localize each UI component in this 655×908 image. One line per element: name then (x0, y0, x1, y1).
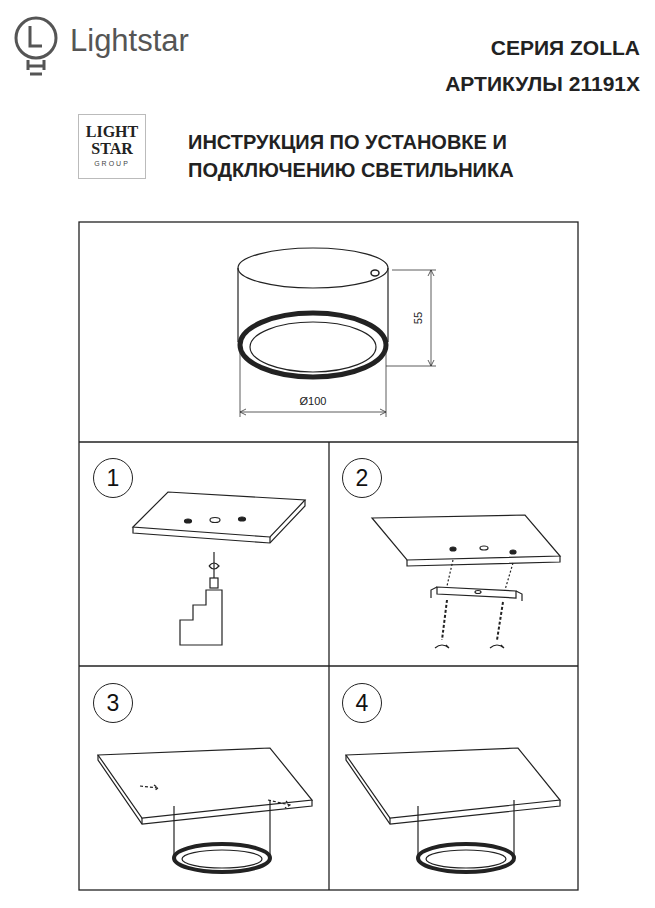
lamp-installed (346, 748, 560, 872)
series-name: СЕРИЯ ZOLLA (491, 36, 640, 59)
step-number-text: 1 (107, 467, 120, 490)
step-number-text: 2 (356, 467, 369, 490)
step-number: 2 (342, 458, 382, 498)
step-number: 1 (93, 458, 133, 498)
logo-box: LIGHT STAR GROUP (78, 114, 146, 179)
panel-frame (79, 222, 578, 890)
logo-subtitle: GROUP (83, 160, 141, 167)
logo-wordmark: LIGHT STAR (85, 123, 139, 157)
article-number: АРТИКУЛЫ 21191X (445, 72, 640, 95)
dimension-diameter: Ø100 (300, 395, 327, 407)
page-title: ИНСТРУКЦИЯ ПО УСТАНОВКЕ И ПОДКЛЮЧЕНИЮ СВ… (188, 128, 608, 184)
bracket-mounting (372, 515, 560, 648)
dimension-lines (240, 270, 436, 417)
step-number: 3 (93, 683, 133, 723)
step-number-text: 3 (107, 692, 120, 715)
brand-name: Lightstar (70, 24, 189, 58)
lamp-drawing (238, 248, 388, 377)
logo-icon (16, 18, 56, 74)
ceiling-drilling (133, 492, 305, 645)
step-number: 4 (342, 683, 382, 723)
dimension-height: 55 (412, 312, 424, 324)
step-number-text: 4 (356, 692, 369, 715)
lamp-fixing (98, 748, 312, 872)
